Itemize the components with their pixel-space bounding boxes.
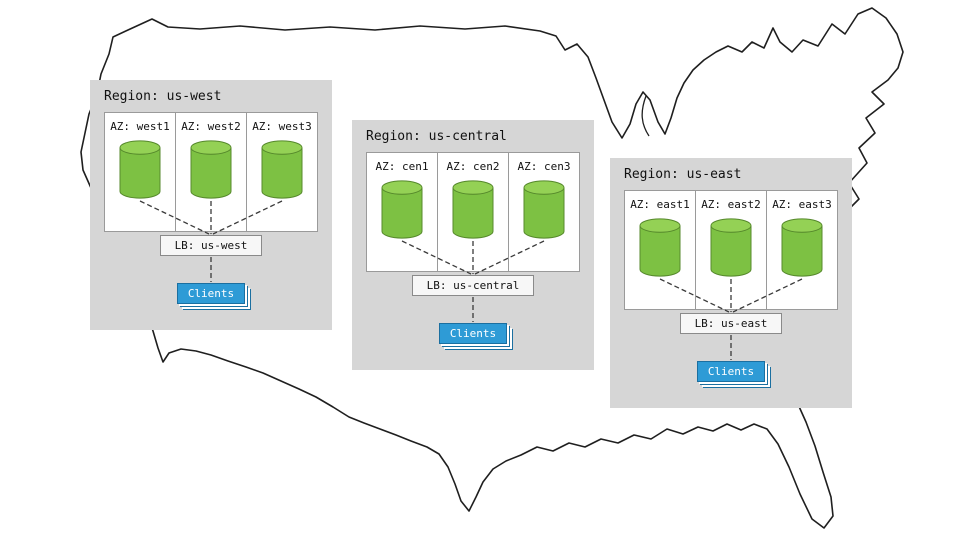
load-balancer: LB: us-west <box>159 235 263 256</box>
clients-box: Clients <box>696 361 766 382</box>
region-us-east: Region: us-east AZ: east1 AZ: east2 AZ: … <box>610 158 852 408</box>
region-us-west: Region: us-west AZ: west1 AZ: west2 AZ: … <box>90 80 332 330</box>
az-box: AZ: west3 <box>247 113 317 231</box>
az-label: AZ: cen3 <box>517 160 571 173</box>
az-box: AZ: east2 <box>696 191 767 309</box>
az-container: AZ: cen1 AZ: cen2 AZ: cen3 <box>366 152 580 272</box>
database-cylinder-icon <box>639 218 681 277</box>
az-label: AZ: east2 <box>701 198 761 211</box>
az-label: AZ: east3 <box>772 198 832 211</box>
az-label: AZ: cen2 <box>446 160 500 173</box>
az-container: AZ: east1 AZ: east2 AZ: east3 <box>624 190 838 310</box>
clients-box: Clients <box>176 283 246 304</box>
load-balancer: LB: us-central <box>411 275 535 296</box>
database-cylinder-icon <box>710 218 752 277</box>
az-box: AZ: cen3 <box>509 153 579 271</box>
az-label: AZ: west2 <box>181 120 241 133</box>
az-box: AZ: cen1 <box>367 153 438 271</box>
database-cylinder-icon <box>523 180 565 239</box>
az-box: AZ: west1 <box>105 113 176 231</box>
az-container: AZ: west1 AZ: west2 AZ: west3 <box>104 112 318 232</box>
az-label: AZ: east1 <box>630 198 690 211</box>
az-box: AZ: east1 <box>625 191 696 309</box>
database-cylinder-icon <box>452 180 494 239</box>
database-cylinder-icon <box>190 140 232 199</box>
load-balancer: LB: us-east <box>679 313 783 334</box>
database-cylinder-icon <box>781 218 823 277</box>
lake-michigan-outline <box>641 95 650 137</box>
database-cylinder-icon <box>261 140 303 199</box>
region-us-central: Region: us-central AZ: cen1 AZ: cen2 AZ:… <box>352 120 594 370</box>
database-cylinder-icon <box>119 140 161 199</box>
az-label: AZ: west3 <box>252 120 312 133</box>
az-label: AZ: cen1 <box>375 160 429 173</box>
database-cylinder-icon <box>381 180 423 239</box>
region-title: Region: us-east <box>624 167 742 182</box>
clients-box: Clients <box>438 323 508 344</box>
region-title: Region: us-central <box>366 129 507 144</box>
az-box: AZ: east3 <box>767 191 837 309</box>
az-label: AZ: west1 <box>110 120 170 133</box>
az-box: AZ: cen2 <box>438 153 509 271</box>
az-box: AZ: west2 <box>176 113 247 231</box>
region-title: Region: us-west <box>104 89 222 104</box>
